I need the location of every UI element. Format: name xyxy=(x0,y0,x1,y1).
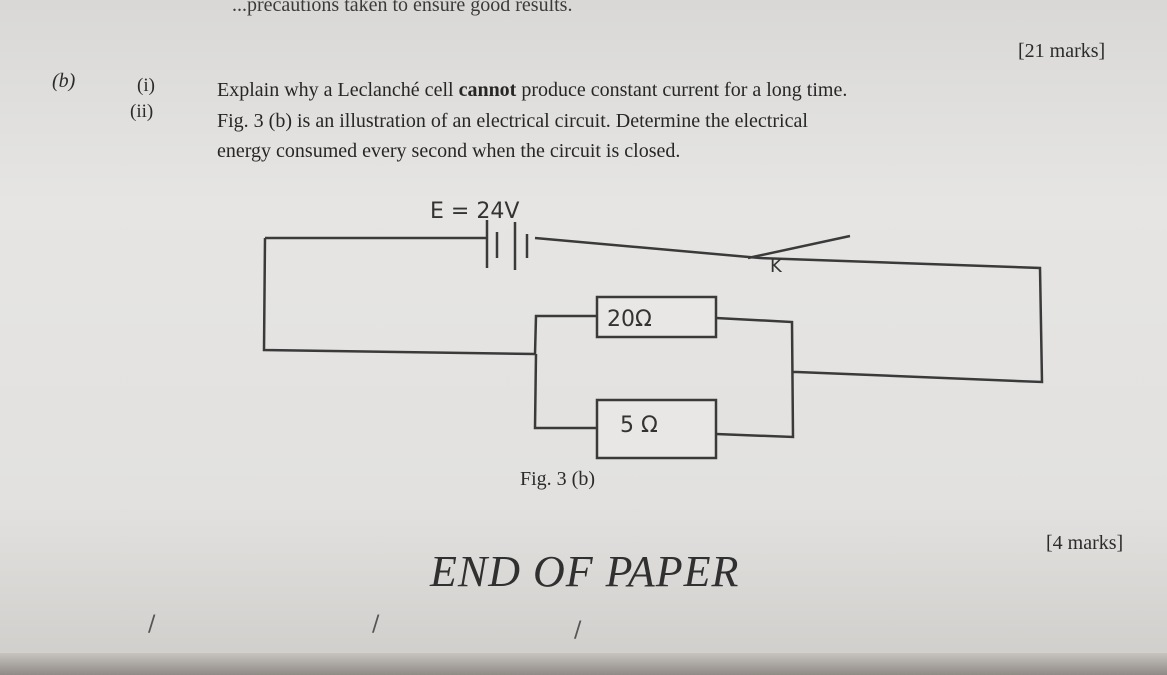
question-i-post: produce constant current for a long time… xyxy=(516,79,848,101)
marks-question: [4 marks] xyxy=(1046,532,1124,554)
resistor-5-label: 5 Ω xyxy=(620,413,658,438)
subpart-ii-label: (ii) xyxy=(130,101,154,122)
end-of-paper-text: END OF PAPER xyxy=(430,547,740,596)
figure-caption: Fig. 3 (b) xyxy=(520,468,595,490)
cell-symbol xyxy=(485,220,529,270)
resistor-20-ohm xyxy=(595,295,718,339)
resistor-20-label: 20Ω xyxy=(607,307,652,332)
pen-mark: / xyxy=(372,612,380,637)
question-ii-line-1: Fig. 3 (b) is an illustration of an elec… xyxy=(217,110,808,132)
question-ii-line-2: energy consumed every second when the ci… xyxy=(217,140,681,162)
question-i-text: Explain why a Leclanché cell cannot prod… xyxy=(217,79,847,102)
question-i-pre: Explain why a Leclanché cell xyxy=(217,79,459,101)
emf-label: E = 24V xyxy=(430,199,519,224)
subpart-i-label: (i) xyxy=(137,75,155,96)
page-bottom-edge xyxy=(0,653,1167,675)
marks-total: [21 marks] xyxy=(1018,40,1106,62)
question-i-bold: cannot xyxy=(458,79,517,101)
resistor-5-ohm xyxy=(595,398,718,460)
switch-label: K xyxy=(770,256,783,277)
pen-mark: / xyxy=(574,618,582,643)
previous-question-text: ...precautions taken to ensure good resu… xyxy=(232,0,573,16)
part-label: (b) xyxy=(52,70,76,92)
switch-lever xyxy=(747,234,851,260)
circuit-wires xyxy=(262,236,1044,439)
pen-mark: / xyxy=(148,612,156,637)
